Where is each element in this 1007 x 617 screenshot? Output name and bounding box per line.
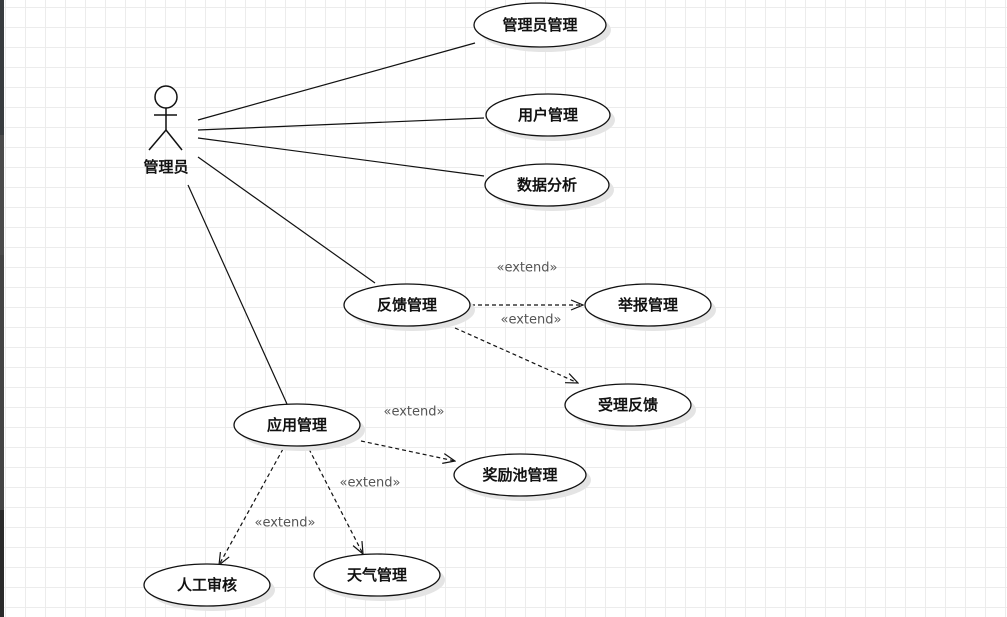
use-case-feedback-mgmt[interactable]: 反馈管理 — [343, 283, 475, 331]
association-line[interactable] — [197, 156, 376, 284]
use-case-label: 数据分析 — [517, 176, 577, 194]
extend-label: «extend» — [255, 516, 316, 531]
extend-arrow[interactable] — [308, 448, 363, 554]
use-case-app-mgmt[interactable]: 应用管理 — [233, 403, 365, 451]
use-case-label: 用户管理 — [518, 106, 578, 124]
extend-label: «extend» — [384, 405, 445, 420]
associations — [187, 42, 485, 405]
use-case-label: 人工审核 — [177, 576, 237, 594]
association-line[interactable] — [197, 117, 485, 131]
use-case-label: 管理员管理 — [502, 16, 577, 34]
use-case-data-analysis[interactable]: 数据分析 — [484, 163, 614, 211]
use-case-label: 天气管理 — [347, 566, 407, 584]
use-case-label: 奖励池管理 — [482, 466, 557, 484]
association-line[interactable] — [197, 137, 485, 177]
left-window-edge — [0, 0, 4, 617]
use-case-admin-mgmt[interactable]: 管理员管理 — [473, 2, 611, 52]
use-case-handle-feedback[interactable]: 受理反馈 — [564, 383, 696, 431]
extend-label: «extend» — [497, 261, 558, 276]
actor-label: 管理员 — [143, 158, 188, 176]
extend-arrow[interactable] — [454, 327, 578, 383]
use-case-weather-mgmt[interactable]: 天气管理 — [313, 553, 445, 601]
use-case-label: 受理反馈 — [598, 396, 658, 414]
extend-arrow[interactable] — [360, 440, 455, 461]
use-case-reward-pool-mgmt[interactable]: 奖励池管理 — [453, 453, 591, 501]
association-line[interactable] — [197, 42, 476, 121]
use-case-label: 应用管理 — [267, 416, 327, 434]
use-case-report-mgmt[interactable]: 举报管理 — [584, 283, 716, 331]
use-case-label: 反馈管理 — [377, 296, 437, 314]
extend-label: «extend» — [501, 313, 562, 328]
extend-label: «extend» — [340, 476, 401, 491]
use-case-label: 举报管理 — [617, 296, 678, 314]
association-line[interactable] — [187, 184, 288, 405]
extend-arrow[interactable] — [219, 448, 284, 565]
use-case-manual-review[interactable]: 人工审核 — [143, 563, 275, 611]
actor-stick-figure-icon[interactable] — [148, 85, 183, 151]
use-case-user-mgmt[interactable]: 用户管理 — [485, 93, 615, 141]
